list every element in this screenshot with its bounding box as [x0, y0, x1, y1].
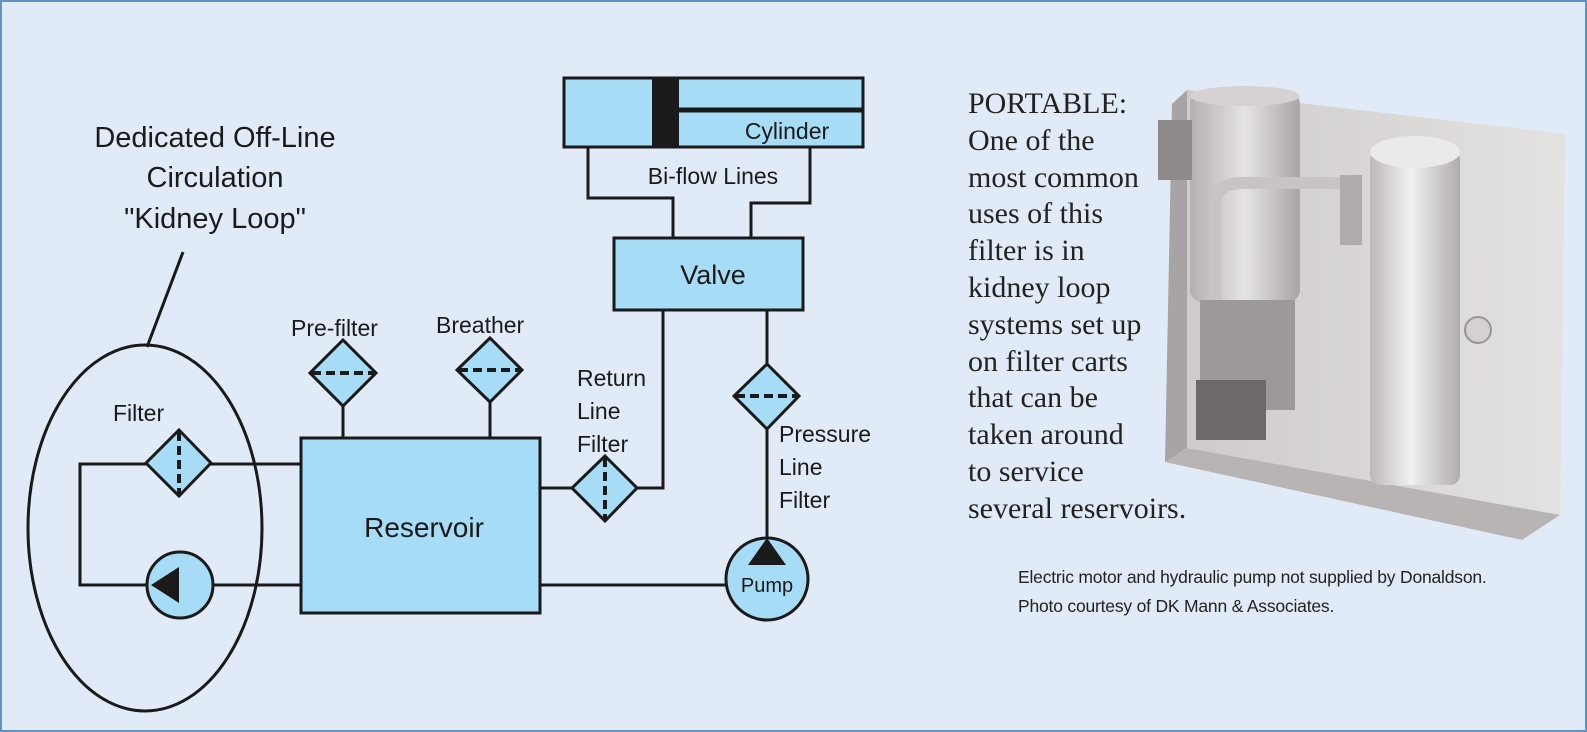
filter-label: Filter	[113, 400, 164, 426]
kidney-loop-leader	[145, 251, 185, 348]
caption-line: systems set up	[968, 307, 1142, 341]
caption-line: most common	[968, 160, 1139, 194]
pressure-line-filter-label-line1: Pressure	[779, 421, 871, 447]
bi-flow-lines-label: Bi-flow Lines	[648, 163, 778, 189]
pressure-line-filter-label-line2: Line	[779, 454, 822, 480]
valve-box	[612, 236, 805, 312]
caption-line: to service	[968, 454, 1084, 488]
caption-line: filter is in	[968, 234, 1085, 268]
caption-line: that can be	[968, 381, 1098, 415]
bi-flow-line-a	[586, 147, 675, 238]
valve-label: Valve	[680, 260, 746, 290]
kidney-loop-label-line1: Dedicated Off-Line	[94, 122, 335, 154]
main-pump-icon	[724, 536, 810, 622]
return-line-filter-label-line1: Return	[577, 365, 646, 391]
reservoir-box	[299, 436, 542, 615]
pressure-line-filter-label-line3: Filter	[779, 487, 830, 513]
caption-line: One of the	[968, 123, 1095, 157]
pump-label: Pump	[741, 575, 793, 597]
caption-line: taken around	[968, 418, 1124, 452]
cylinder-label: Cylinder	[745, 118, 830, 144]
caption-line: several reservoirs.	[968, 491, 1187, 525]
bi-flow-line-b	[749, 147, 812, 238]
breather-icon	[454, 335, 525, 405]
caption-line: uses of this	[968, 197, 1103, 231]
caption-line: PORTABLE:	[968, 87, 1128, 120]
kidney-loop-pump-icon	[145, 550, 215, 620]
caption-line: on filter carts	[968, 344, 1128, 378]
reservoir-label: Reservoir	[364, 512, 484, 543]
caption-text: PORTABLE: One of the most common uses of…	[968, 86, 1187, 528]
prefilter-label: Pre-filter	[291, 315, 378, 341]
kidney-loop-label-line2: Circulation	[147, 162, 284, 194]
return-line-filter-label-line2: Line	[577, 398, 620, 424]
kidney-loop-label-line3: "Kidney Loop"	[124, 203, 306, 235]
pressure-line-filter-icon	[731, 361, 802, 432]
kidney-loop-filter-icon	[143, 427, 214, 499]
prefilter-icon	[307, 337, 379, 409]
caption-line: kidney loop	[968, 270, 1111, 304]
filter-cart-photo	[1158, 86, 1565, 540]
cylinder	[562, 76, 865, 149]
return-line-filter-label-line3: Filter	[577, 431, 628, 457]
return-line-filter-icon	[569, 453, 640, 524]
photo-credit: Electric motor and hydraulic pump not su…	[1018, 563, 1578, 621]
credit-line: Electric motor and hydraulic pump not su…	[1018, 567, 1487, 587]
credit-line: Photo courtesy of DK Mann & Associates.	[1018, 596, 1335, 616]
kidney-loop-ellipse	[26, 343, 264, 713]
breather-label: Breather	[436, 312, 525, 338]
